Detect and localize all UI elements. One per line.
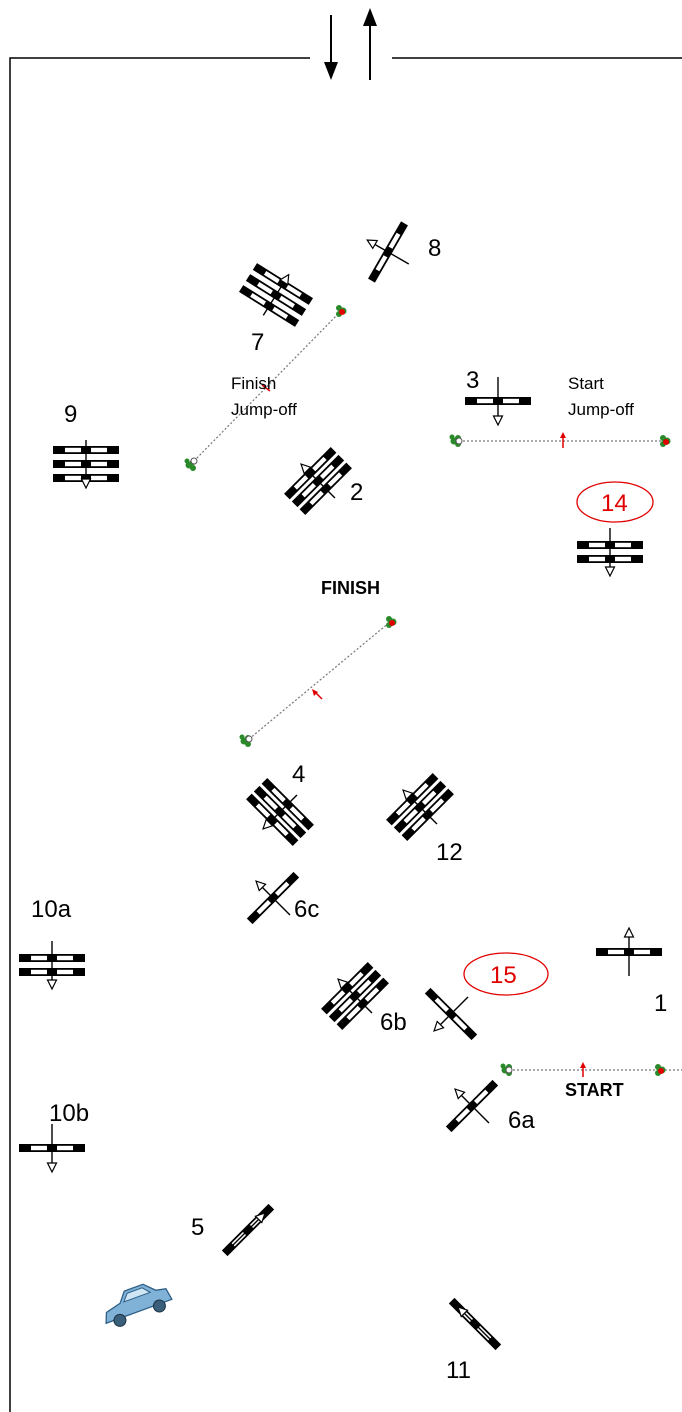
fence-label-10a: 10a (31, 896, 72, 923)
fence-label-15: 15 (490, 962, 517, 989)
fence-label-14: 14 (601, 490, 628, 517)
fence-1 (596, 927, 662, 977)
fence-8 (364, 221, 412, 283)
fence-label-8: 8 (428, 235, 441, 262)
start-jumpoff-line (449, 432, 671, 448)
fence-7 (239, 263, 313, 327)
fence-6b-second (424, 987, 478, 1041)
fence-label-7: 7 (251, 329, 264, 356)
fence-label-4: 4 (292, 761, 305, 788)
fence-5 (221, 1203, 275, 1257)
fence-label-6b: 6b (380, 1009, 407, 1036)
fence-11 (448, 1297, 502, 1351)
fence-10a (19, 940, 85, 990)
finish-jumpoff-line (184, 305, 347, 471)
fence-label-6a: 6a (508, 1107, 535, 1134)
entrance-arrows-icon (324, 8, 377, 80)
fence-label-9: 9 (64, 401, 77, 428)
fence-2 (284, 447, 352, 515)
arena-border (9, 57, 682, 1412)
fence-label-1: 1 (654, 990, 667, 1017)
start-line (500, 1062, 682, 1077)
fence-15-marker (463, 952, 549, 996)
fence-label-10b: 10b (49, 1100, 89, 1127)
fence-label-11: 11 (446, 1357, 471, 1384)
finish-jumpoff-label-1: Finish (231, 374, 276, 393)
fence-label-3: 3 (466, 367, 479, 394)
fence-14-marker (576, 481, 654, 523)
fence-label-12: 12 (436, 839, 463, 866)
fence-12 (386, 773, 454, 841)
fence-label-2: 2 (350, 479, 363, 506)
start-jumpoff-label-2: Jump-off (568, 400, 634, 419)
fence-4 (246, 778, 314, 846)
finish-label: FINISH (321, 578, 380, 598)
start-label: START (565, 1080, 624, 1100)
fence-label-5: 5 (191, 1214, 204, 1241)
fence-9 (53, 439, 119, 489)
finish-line (239, 616, 397, 747)
fence-14 (577, 527, 643, 577)
car-icon (105, 1283, 173, 1327)
fence-6a (445, 1079, 499, 1133)
finish-jumpoff-label-2: Jump-off (231, 400, 297, 419)
start-jumpoff-label-1: Start (568, 374, 604, 393)
fence-label-6c: 6c (294, 896, 319, 923)
fence-10b (19, 1123, 85, 1173)
